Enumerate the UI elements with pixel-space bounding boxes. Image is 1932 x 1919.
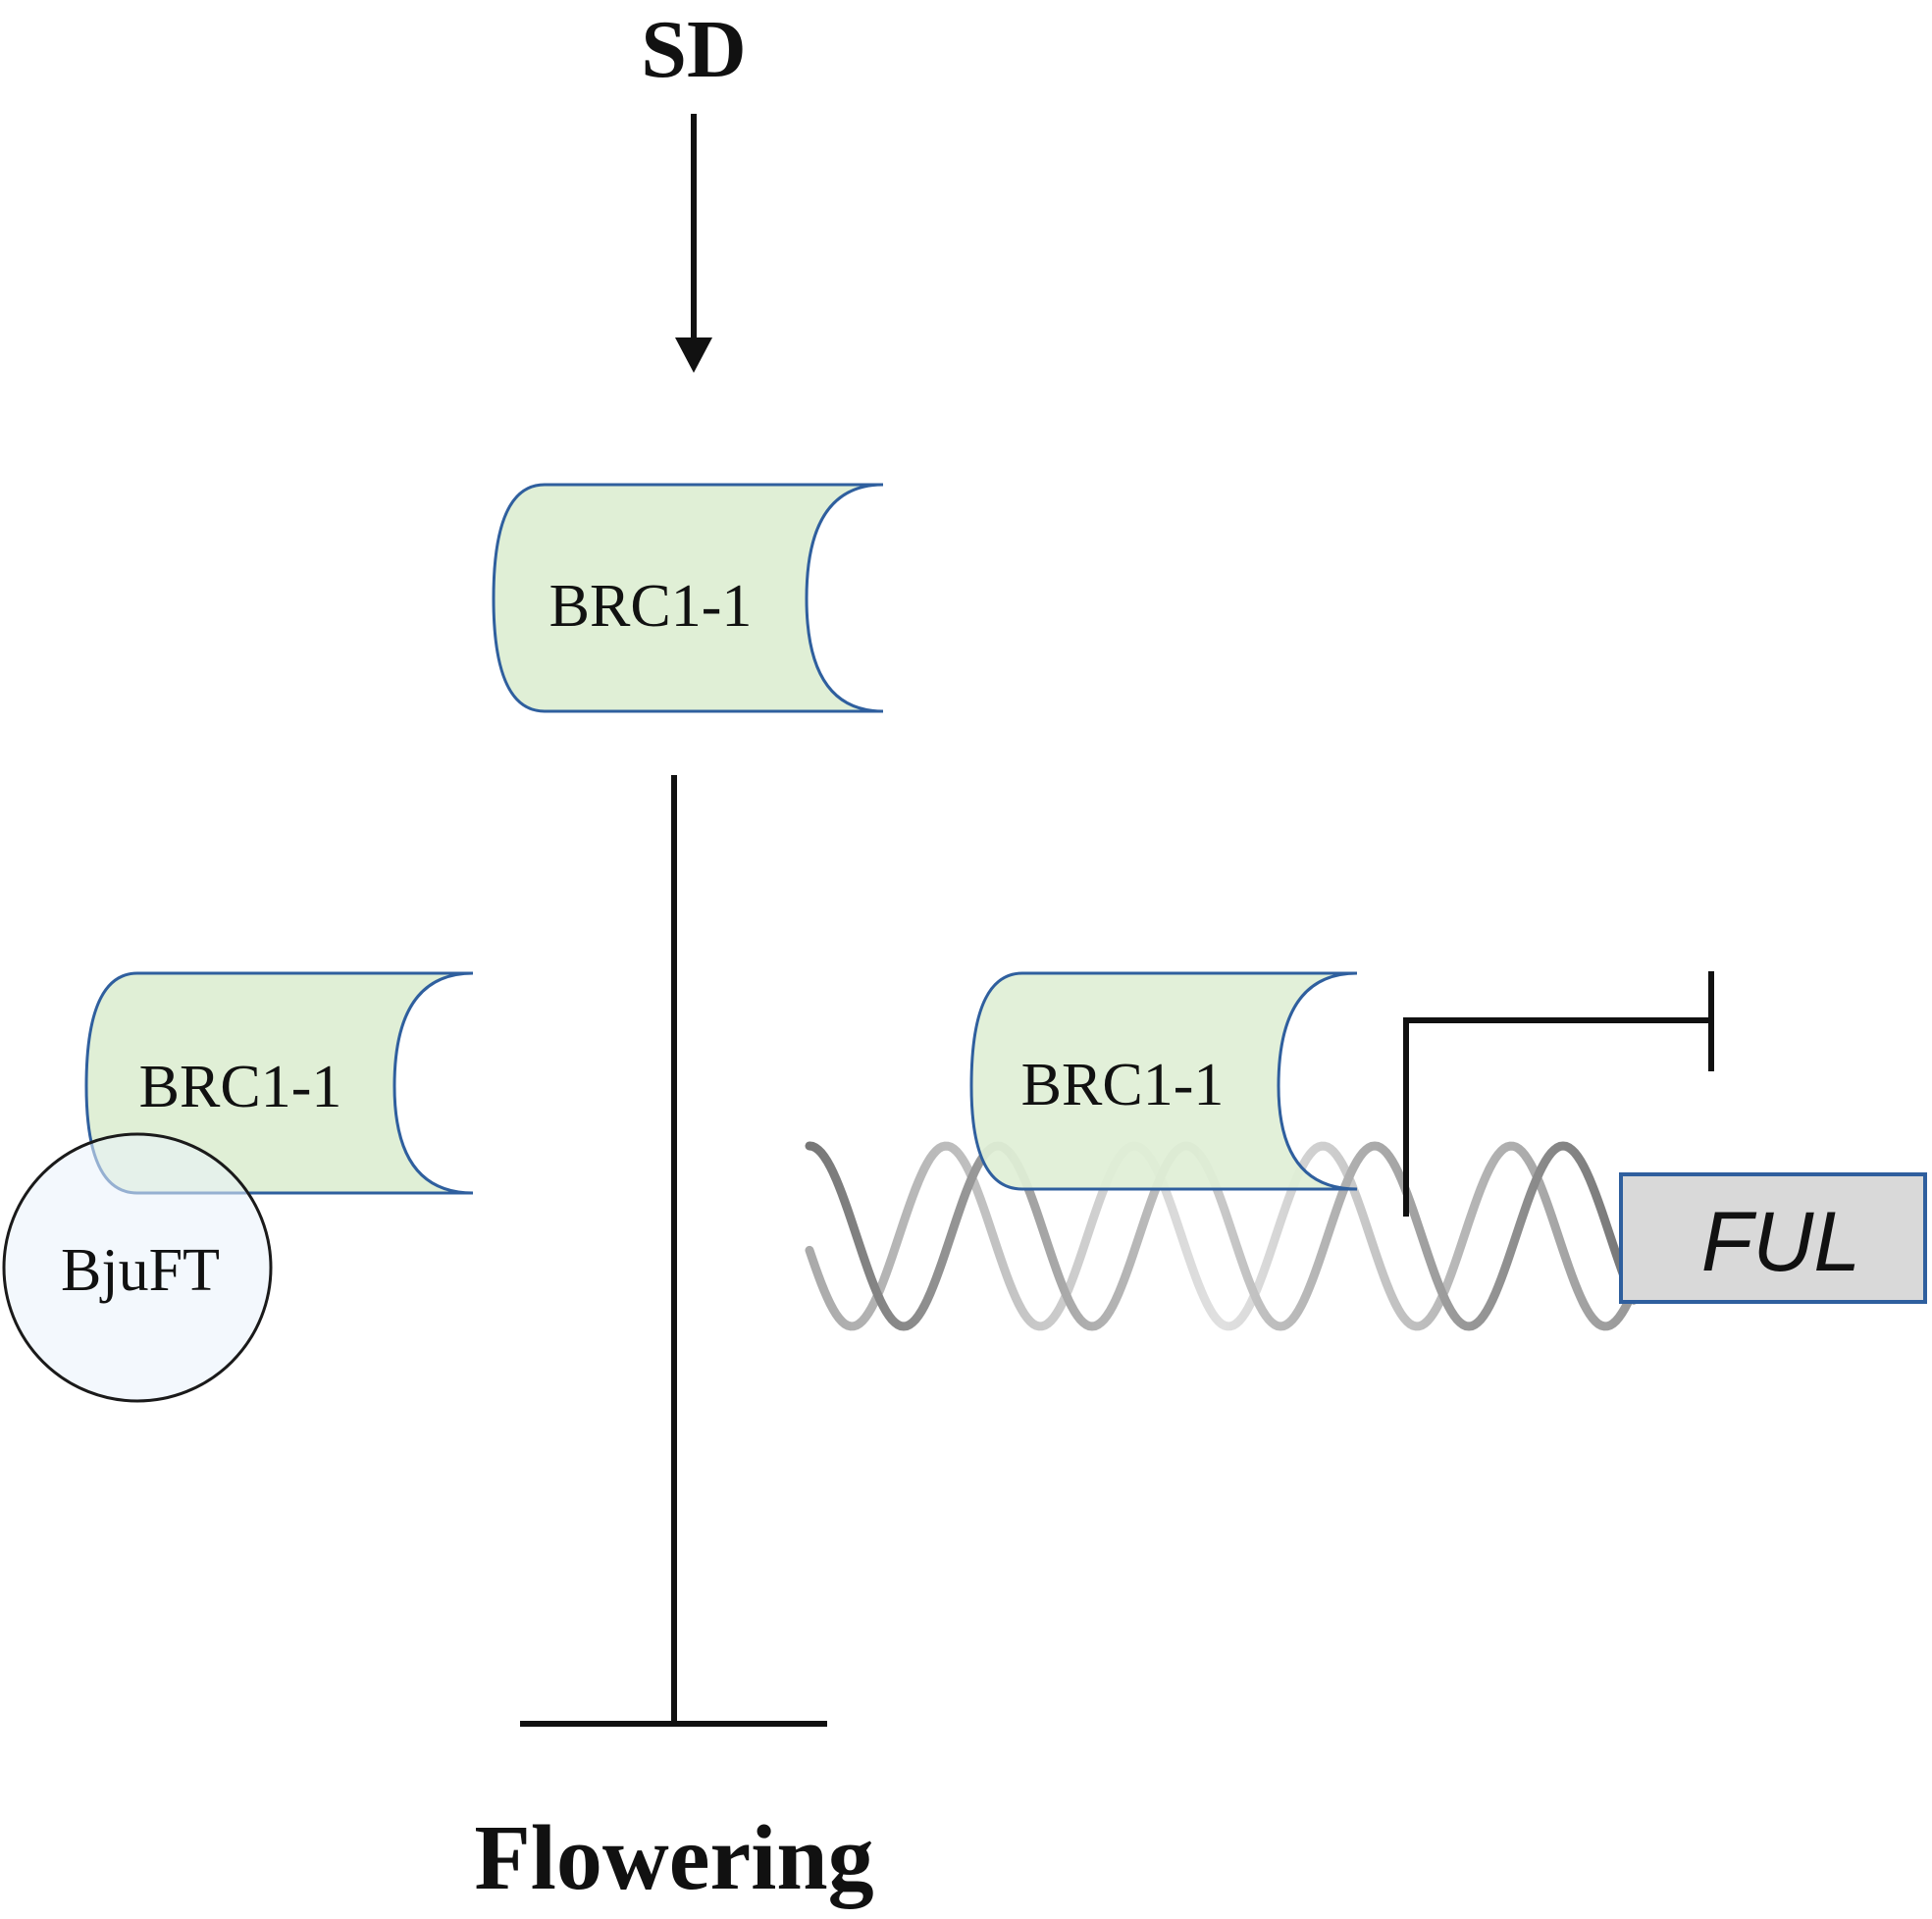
protein-brc1-top: BRC1-1 — [492, 483, 884, 713]
partner-circle — [2, 1132, 273, 1403]
dna-helix — [805, 1141, 1639, 1331]
signal-label: SD — [641, 4, 746, 95]
transcription-repression-symbol — [1403, 971, 1714, 1217]
outcome-label: Flowering — [474, 1807, 873, 1909]
gene-ful: FUL — [1619, 1172, 1927, 1304]
protein-label: BRC1-1 — [1021, 1052, 1225, 1118]
inhibition-line — [520, 775, 827, 1727]
dna-strand-back — [805, 1141, 1639, 1331]
protein-shape — [492, 483, 884, 713]
protein-brc1-left: BRC1-1 — [84, 971, 474, 1195]
gene-box — [1619, 1172, 1927, 1304]
protein-label: BRC1-1 — [139, 1054, 342, 1120]
protein-shape — [969, 971, 1358, 1191]
activation-arrow — [675, 114, 712, 373]
protein-shape — [84, 971, 474, 1195]
protein-brc1-right: BRC1-1 — [969, 971, 1358, 1191]
partner-label: BjuFT — [61, 1237, 220, 1304]
gene-label: FUL — [1701, 1195, 1860, 1289]
dna-strand-front — [805, 1141, 1639, 1331]
partner-bjuft: BjuFT — [2, 1132, 273, 1403]
protein-label: BRC1-1 — [549, 573, 753, 640]
arrow-head-icon — [675, 337, 712, 373]
